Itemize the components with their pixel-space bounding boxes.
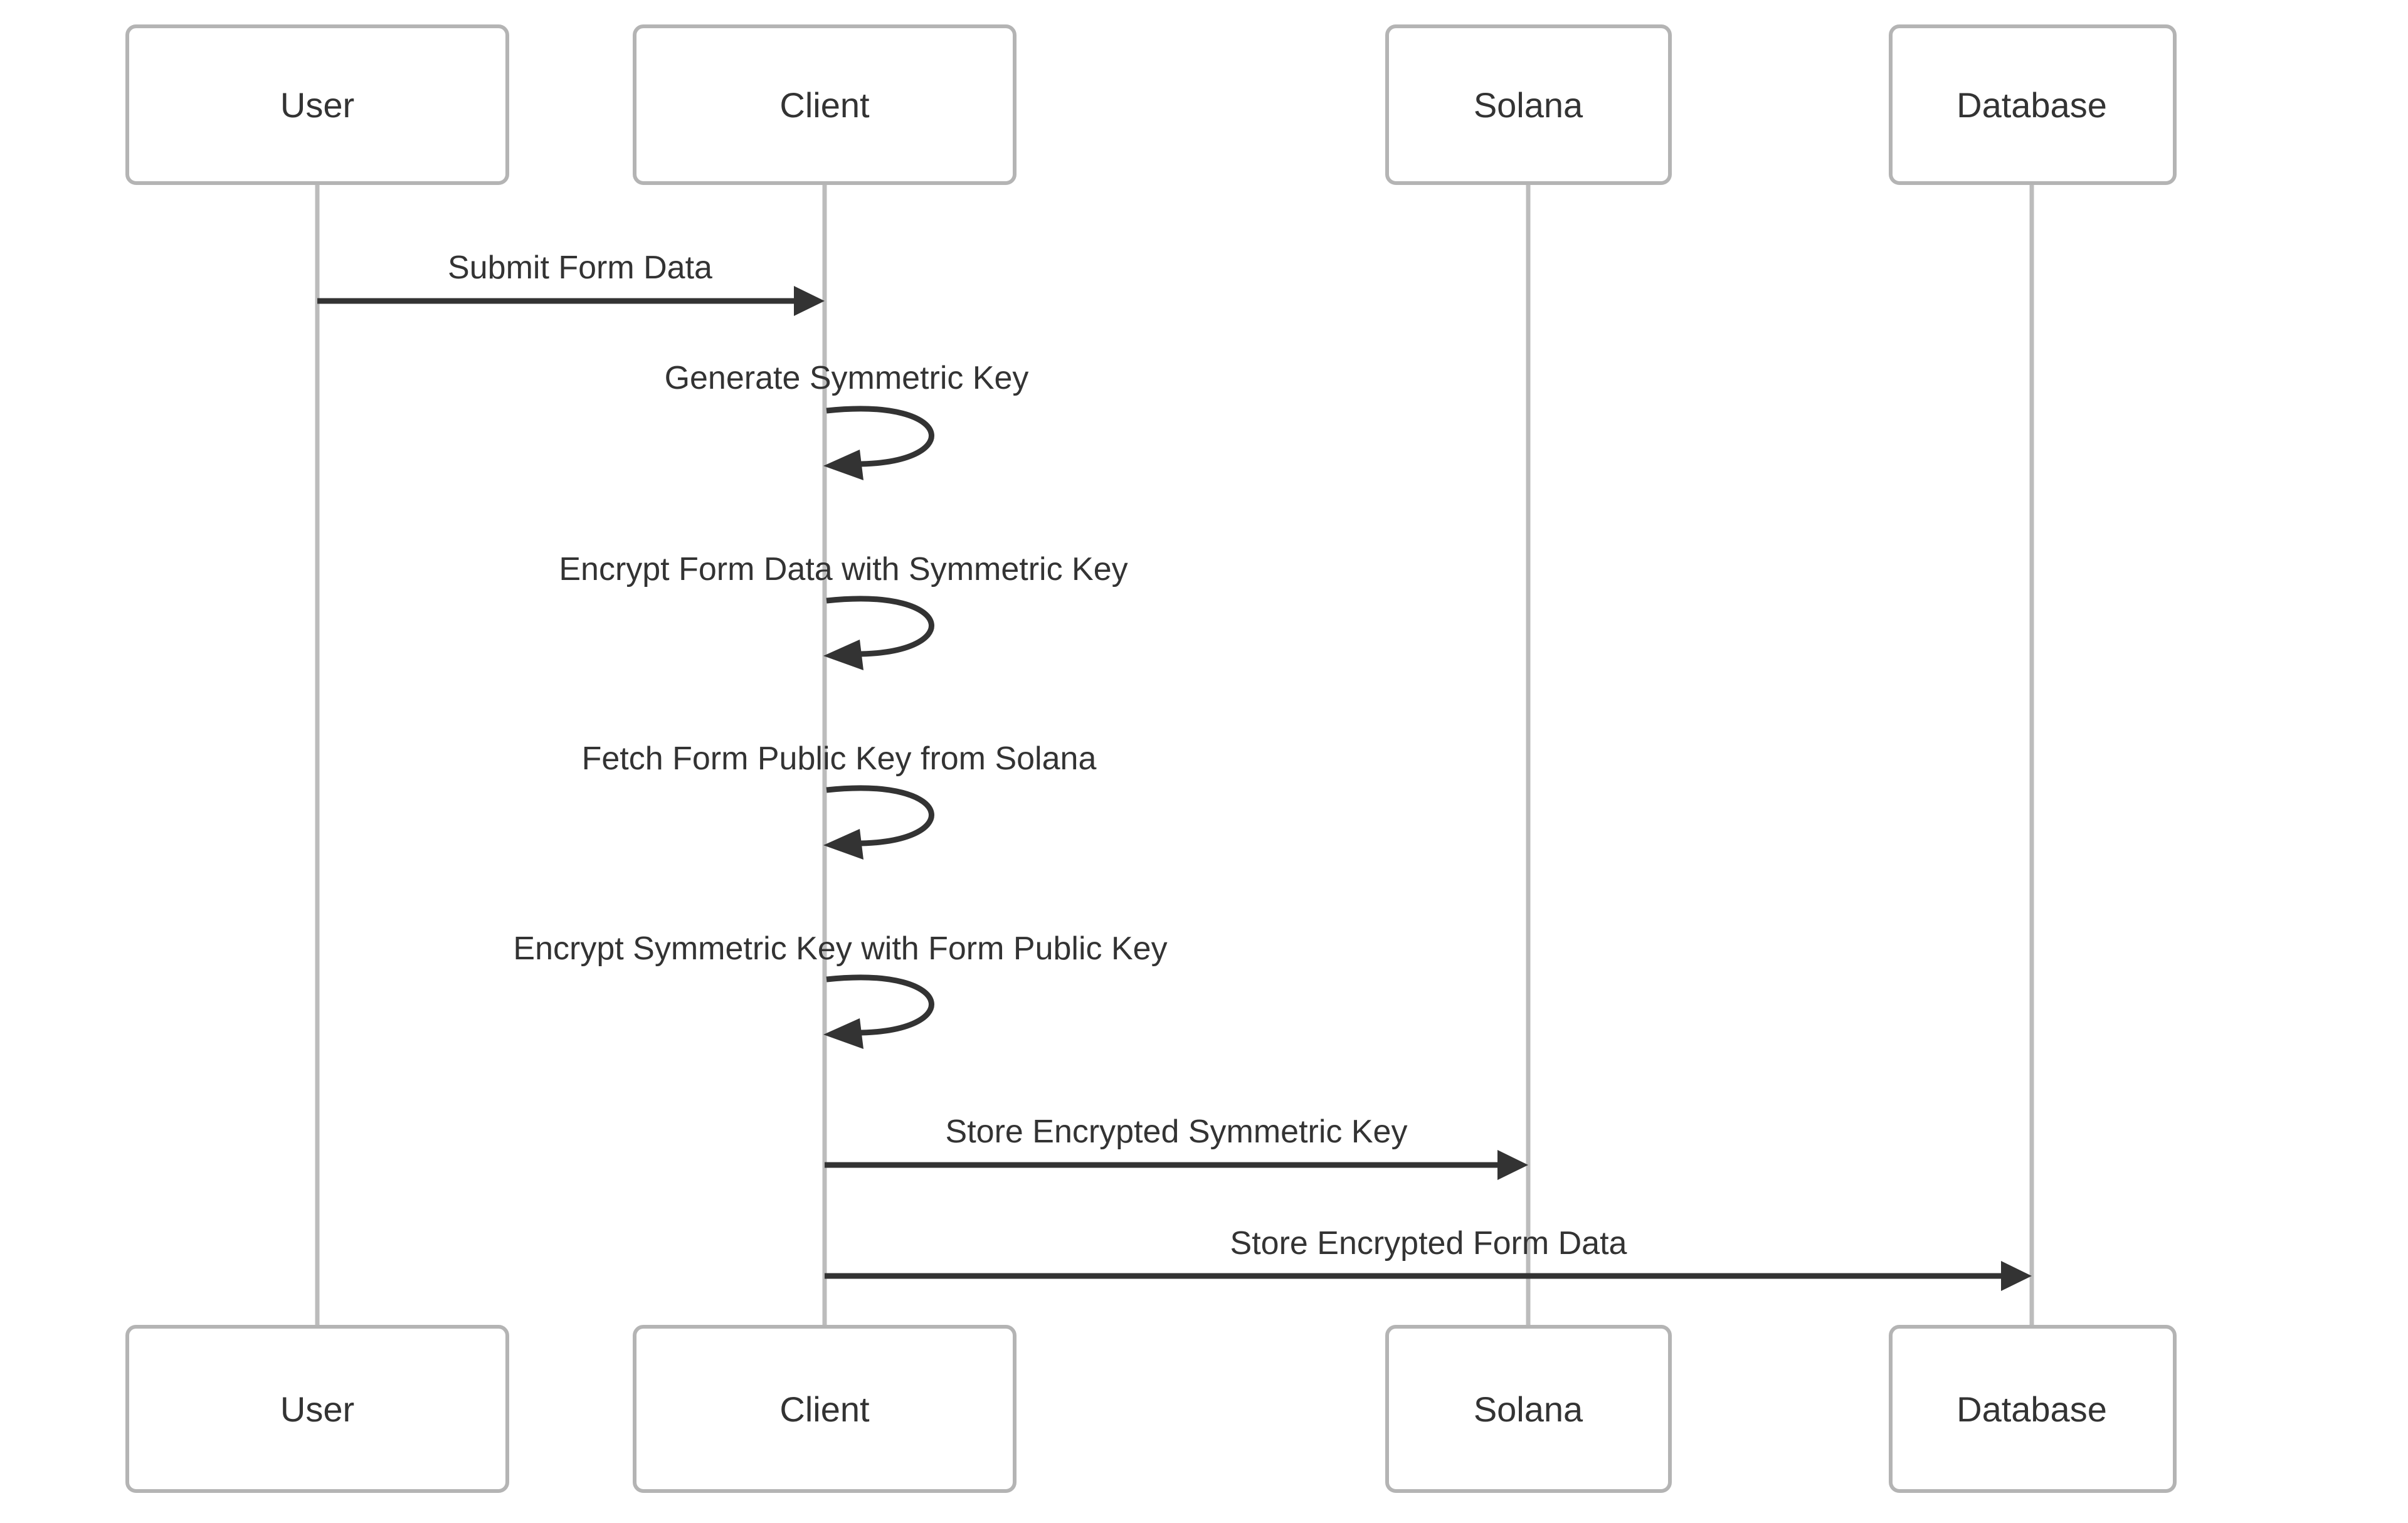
actor-label-client-bottom: Client: [779, 1389, 870, 1429]
actor-rect-client-bottom[interactable]: [633, 1325, 1017, 1493]
actor-rect-user-top[interactable]: [125, 24, 509, 185]
arrow-head-encrypt-symmetric-key: [823, 1018, 863, 1049]
actor-box-database-bottom[interactable]: Database: [1889, 1325, 2177, 1493]
arrow-head-store-encrypted-symmetric-key: [1497, 1150, 1528, 1180]
actor-label-solana-top: Solana: [1474, 85, 1583, 125]
message-store-encrypted-form-data[interactable]: Store Encrypted Form Data: [825, 1225, 2032, 1291]
actor-rect-solana-bottom[interactable]: [1385, 1325, 1672, 1493]
actor-label-database-top: Database: [1956, 85, 2107, 125]
actor-rect-user-bottom[interactable]: [125, 1325, 509, 1493]
arrow-head-encrypt-form-data: [823, 640, 863, 670]
actor-box-database-top[interactable]: Database: [1889, 24, 2177, 185]
actor-rect-database-bottom[interactable]: [1889, 1325, 2177, 1493]
message-label-encrypt-form-data: Encrypt Form Data with Symmetric Key: [559, 551, 1127, 588]
actor-label-user-top: User: [280, 85, 354, 125]
message-fetch-form-public-key[interactable]: Fetch Form Public Key from Solana: [582, 740, 1097, 860]
arrow-head-submit-form-data: [794, 286, 825, 316]
actor-box-user-top[interactable]: User: [125, 24, 509, 185]
message-label-encrypt-symmetric-key: Encrypt Symmetric Key with Form Public K…: [513, 930, 1167, 967]
loop-path-fetch-form-public-key: [826, 785, 934, 846]
message-label-generate-symmetric-key: Generate Symmetric Key: [665, 360, 1029, 396]
message-label-store-encrypted-symmetric-key: Store Encrypted Symmetric Key: [946, 1114, 1408, 1150]
message-encrypt-form-data[interactable]: Encrypt Form Data with Symmetric Key: [559, 551, 1128, 670]
actor-box-user-bottom[interactable]: User: [125, 1325, 509, 1493]
lifelines: [315, 183, 2034, 1327]
message-label-submit-form-data: Submit Form Data: [448, 250, 712, 286]
loop-path-encrypt-symmetric-key: [826, 974, 934, 1036]
actor-box-solana-bottom[interactable]: Solana: [1385, 1325, 1672, 1493]
message-submit-form-data[interactable]: Submit Form Data: [317, 250, 825, 316]
loop-path-encrypt-form-data: [826, 596, 934, 657]
actor-rect-client-top[interactable]: [633, 24, 1017, 185]
actor-label-user-bottom: User: [280, 1389, 354, 1429]
message-label-fetch-form-public-key: Fetch Form Public Key from Solana: [582, 740, 1097, 777]
actor-label-client-top: Client: [779, 85, 870, 125]
loop-path-generate-symmetric-key: [826, 406, 934, 467]
actor-label-database-bottom: Database: [1956, 1389, 2107, 1429]
message-label-store-encrypted-form-data: Store Encrypted Form Data: [1230, 1225, 1627, 1262]
actor-label-solana-bottom: Solana: [1474, 1389, 1583, 1429]
actor-box-client-bottom[interactable]: Client: [633, 1325, 1017, 1493]
arrow-head-store-encrypted-form-data: [2001, 1261, 2032, 1291]
message-store-encrypted-symmetric-key[interactable]: Store Encrypted Symmetric Key: [825, 1114, 1528, 1180]
actor-rect-solana-top[interactable]: [1385, 24, 1672, 185]
arrow-head-generate-symmetric-key: [823, 450, 863, 480]
actor-box-client-top[interactable]: Client: [633, 24, 1017, 185]
actor-box-solana-top[interactable]: Solana: [1385, 24, 1672, 185]
actor-rect-database-top[interactable]: [1889, 24, 2177, 185]
arrow-head-fetch-form-public-key: [823, 829, 863, 860]
message-generate-symmetric-key[interactable]: Generate Symmetric Key: [665, 360, 1029, 480]
message-encrypt-symmetric-key[interactable]: Encrypt Symmetric Key with Form Public K…: [513, 930, 1168, 1049]
